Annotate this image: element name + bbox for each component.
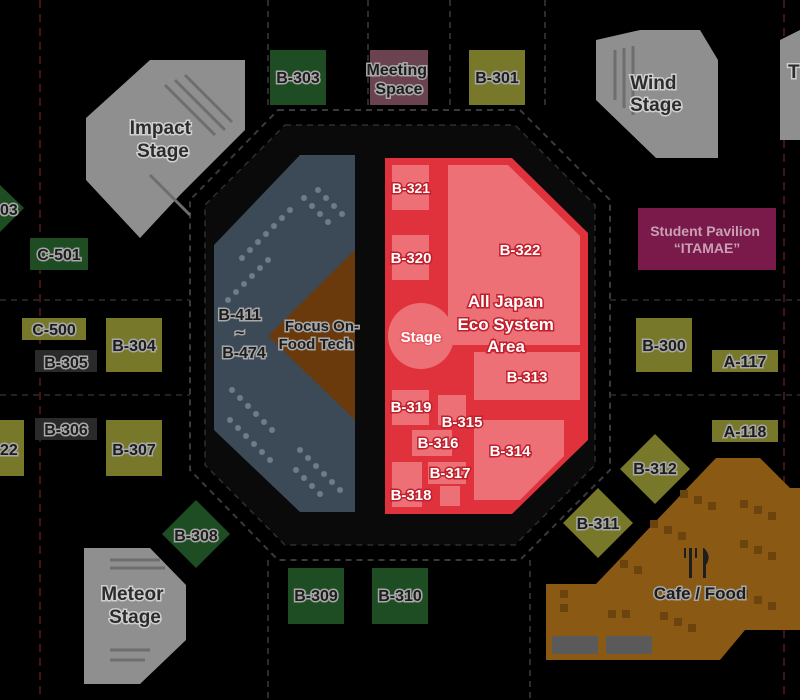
- booth-b318-block: [392, 462, 422, 507]
- booth-a118-label: A-118: [724, 424, 767, 441]
- all-japan-label: All Japan Eco System Area: [457, 292, 558, 356]
- booth-b308[interactable]: B-308: [162, 500, 230, 568]
- booth-b318-label: B-318: [391, 487, 432, 504]
- booth-b322-block: [448, 165, 580, 345]
- booth-b315-label: B-315: [442, 414, 483, 431]
- booth-b320-label: B-320: [391, 250, 432, 267]
- booth-b304[interactable]: B-304: [106, 318, 162, 372]
- booth-b318-block-2: [440, 486, 460, 506]
- impact-stage[interactable]: Impact Stage: [86, 60, 245, 238]
- meteor-stage-line-2: Stage: [109, 607, 161, 628]
- meeting-space-label: Meeting Space: [367, 62, 432, 98]
- booth-b308-label: B-308: [174, 528, 218, 545]
- impact-stage-line-2: Stage: [137, 141, 189, 162]
- booth-b320-block: [392, 235, 429, 280]
- booth-b310[interactable]: B-310: [372, 568, 428, 624]
- focus-on-food-tech-area[interactable]: Focus On- Food Tech: [268, 250, 363, 420]
- partial-stage-top-right[interactable]: T: [780, 30, 800, 140]
- booth-b317-label: B-317: [430, 465, 471, 482]
- partial-stage-label: T: [788, 62, 800, 83]
- booth-b306-label: B-306: [44, 422, 88, 439]
- booth-b305-label: B-305: [44, 355, 88, 372]
- booth-b322-label: B-322: [500, 242, 541, 259]
- focus-on-food-tech-label: Focus On- Food Tech: [279, 318, 364, 353]
- booth-b312[interactable]: B-312: [620, 434, 690, 504]
- b411-474-label: B-411 ~ B-474: [218, 307, 265, 362]
- booth-b303[interactable]: B-303: [270, 50, 326, 105]
- booth-b314-label: B-314: [490, 443, 532, 460]
- student-pavilion[interactable]: Student Pavilion “ITAMAE”: [638, 208, 776, 270]
- booth-a117-label: A-117: [724, 354, 767, 371]
- meteor-stage-label: Meteor Stage: [101, 584, 169, 628]
- inner-stage-label: Stage: [401, 329, 442, 346]
- booth-b316-label: B-316: [418, 435, 459, 452]
- booth-b316-block: [412, 430, 452, 456]
- booth-b315-block: [438, 395, 466, 425]
- booth-b319-block: [392, 390, 429, 425]
- booth-b319-label: B-319: [391, 399, 432, 416]
- booth-b314-block: [474, 420, 564, 456]
- meteor-stage[interactable]: Meteor Stage: [84, 548, 186, 684]
- booth-a117[interactable]: A-117: [712, 350, 778, 373]
- booth-b310-label: B-310: [378, 588, 422, 605]
- booth-b313-block: [474, 352, 580, 400]
- booth-03[interactable]: 03: [0, 185, 24, 232]
- cafe-food-label: Cafe / Food: [654, 584, 747, 603]
- booth-b300[interactable]: B-300: [636, 318, 692, 372]
- booth-22[interactable]: 22: [0, 420, 24, 476]
- all-japan-eco-system-area[interactable]: B-321 B-320 B-322 All Japan Eco System A…: [385, 158, 588, 514]
- booth-b309-label: B-309: [294, 588, 338, 605]
- impact-stage-label: Impact Stage: [130, 118, 197, 162]
- booth-b321-label: B-321: [392, 180, 430, 196]
- booth-b307[interactable]: B-307: [106, 420, 162, 476]
- wind-stage-line-2: Stage: [630, 95, 682, 116]
- booth-b301[interactable]: B-301: [469, 50, 525, 105]
- fork-knife-icon: [684, 548, 709, 578]
- booth-c501-label: C-501: [37, 247, 81, 264]
- booth-b311[interactable]: B-311: [563, 488, 633, 558]
- meteor-stage-line-1: Meteor: [101, 584, 164, 605]
- stage-circle: [388, 303, 454, 369]
- booth-c501[interactable]: C-501: [30, 238, 88, 270]
- booth-b309[interactable]: B-309: [288, 568, 344, 624]
- booth-b304-label: B-304: [112, 338, 156, 355]
- cafe-food-area[interactable]: Cafe / Food: [546, 458, 800, 660]
- booth-b303-label: B-303: [276, 70, 320, 87]
- booth-b321-block: [392, 165, 429, 210]
- booth-c500[interactable]: C-500: [22, 318, 86, 341]
- booth-b317-block: [428, 462, 466, 484]
- booth-b305[interactable]: B-305: [35, 350, 97, 374]
- student-pavilion-label: Student Pavilion “ITAMAE”: [650, 223, 764, 256]
- wind-stage-label: Wind Stage: [630, 73, 682, 116]
- meeting-space[interactable]: Meeting Space: [365, 50, 432, 105]
- impact-stage-line-1: Impact: [130, 118, 192, 139]
- booth-b312-label: B-312: [633, 461, 677, 478]
- booth-b301-label: B-301: [475, 70, 519, 87]
- central-hall-outline: [189, 109, 611, 561]
- booth-b313-label: B-313: [507, 369, 548, 386]
- wind-stage-line-1: Wind: [630, 73, 676, 94]
- booth-a118[interactable]: A-118: [712, 420, 778, 443]
- booth-b307-label: B-307: [112, 442, 156, 459]
- booth-c500-label: C-500: [32, 322, 76, 339]
- booth-b311-label: B-311: [577, 516, 620, 533]
- booth-b314-block-lower: [474, 456, 564, 500]
- booth-03-label: 03: [0, 202, 18, 219]
- booth-b306[interactable]: B-306: [35, 418, 97, 441]
- booth-b300-label: B-300: [642, 338, 686, 355]
- booth-22-label: 22: [0, 442, 18, 459]
- wind-stage[interactable]: Wind Stage: [596, 30, 718, 158]
